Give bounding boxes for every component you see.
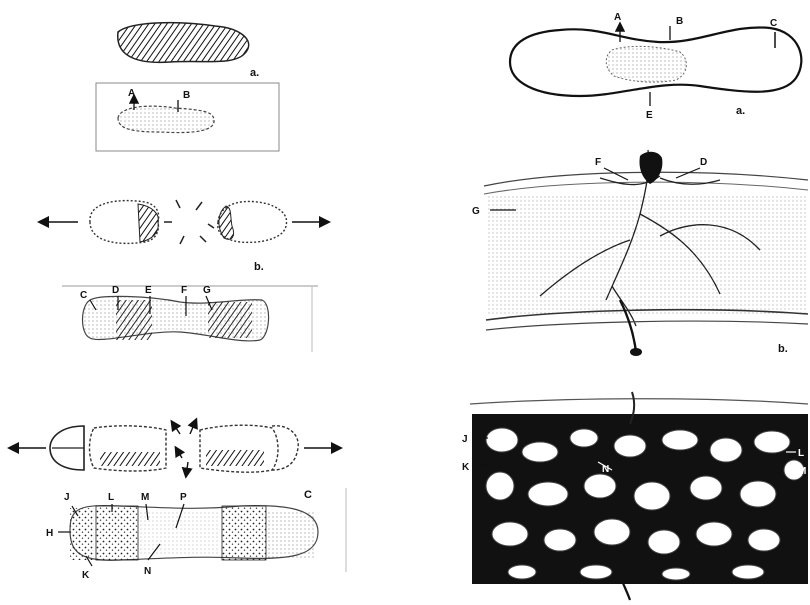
inner-ossification-center xyxy=(606,46,686,82)
left-panel-c-label-m: M xyxy=(141,492,149,503)
ossification-right-band xyxy=(208,302,252,338)
right-epiphysis-stipple xyxy=(268,510,314,558)
left-epiphysis-stipple xyxy=(70,508,94,560)
cartilage-rod-shape xyxy=(118,23,249,63)
left-panel-b-label-f: F xyxy=(181,285,187,296)
left-panel-c-label-h: H xyxy=(46,528,53,539)
right-panel-b-label-g: G xyxy=(472,206,480,217)
right-panel-c-label-l-bottom: L xyxy=(618,590,624,601)
right-panel-a-label-c: C xyxy=(770,18,777,29)
left-panel-c-label: C xyxy=(304,489,312,501)
right-panel-c-label-j: J xyxy=(462,434,468,445)
fracture-spikes xyxy=(164,200,214,244)
ossification-left-band xyxy=(116,300,152,340)
left-panel-c-label-k: K xyxy=(82,570,90,581)
right-panel-b-label-d: D xyxy=(700,157,707,168)
right-panel-a-label-b: B xyxy=(676,16,683,27)
right-panel-c-label-m: M xyxy=(798,466,806,477)
left-panel-a-inset-cell-outline xyxy=(118,106,214,132)
right-panel-c-label-l: L xyxy=(798,448,804,459)
left-panel-b-label-g: G xyxy=(203,285,211,296)
left-panel-c-label-p: P xyxy=(180,492,187,503)
right-panel-a: A B C E a. xyxy=(510,12,801,121)
left-panel-c-label-n: N xyxy=(144,566,151,577)
left-panel-c-label-l: L xyxy=(108,492,114,503)
right-panel-a-label-a: A xyxy=(614,12,621,23)
right-panel-a-label-e: E xyxy=(646,110,653,121)
periosteum-bottom-2 xyxy=(486,321,808,330)
left-metaphysis-dense xyxy=(96,506,138,560)
right-epiphysis xyxy=(272,426,298,470)
right-panel-b-label-f-line xyxy=(604,168,628,180)
right-metaphysis-dense xyxy=(222,506,266,560)
left-panel-b: b. C D E F G xyxy=(40,200,328,352)
left-panel-b-label-c: C xyxy=(80,290,87,301)
right-panel-c-label-k: K xyxy=(462,462,470,473)
right-panel-c: J K N L M L c. xyxy=(462,392,808,601)
left-panel-b-label-e: E xyxy=(145,285,152,296)
right-panel-c-label: c. xyxy=(774,587,783,599)
vessel-entry-dark xyxy=(639,152,662,184)
left-panel-c-label-j: J xyxy=(64,492,70,503)
split-arrows xyxy=(172,420,196,476)
spongy-top-line xyxy=(470,399,808,404)
right-panel-a-label: a. xyxy=(736,105,745,117)
left-panel-a-label-a: A xyxy=(128,88,135,99)
left-shaft-hatch xyxy=(100,452,160,466)
left-panel-c: C H J K L M N P xyxy=(10,420,346,581)
right-panel-b-label-f: F xyxy=(595,157,601,168)
left-panel-b-label: b. xyxy=(254,261,264,273)
right-panel-b-label: b. xyxy=(778,343,788,355)
cartilage-matrix-stipple xyxy=(486,196,808,314)
left-panel-b-label-d: D xyxy=(112,285,119,296)
left-panel-a-label: a. xyxy=(250,67,259,79)
right-panel-c-label-n: N xyxy=(602,464,609,475)
left-panel-a: a. A B xyxy=(96,23,279,151)
left-panel-a-label-b: B xyxy=(183,90,190,101)
entry-vessel-root xyxy=(630,348,642,356)
right-shaft-hatch xyxy=(206,450,264,466)
right-panel-b: F D G b. xyxy=(472,150,808,356)
